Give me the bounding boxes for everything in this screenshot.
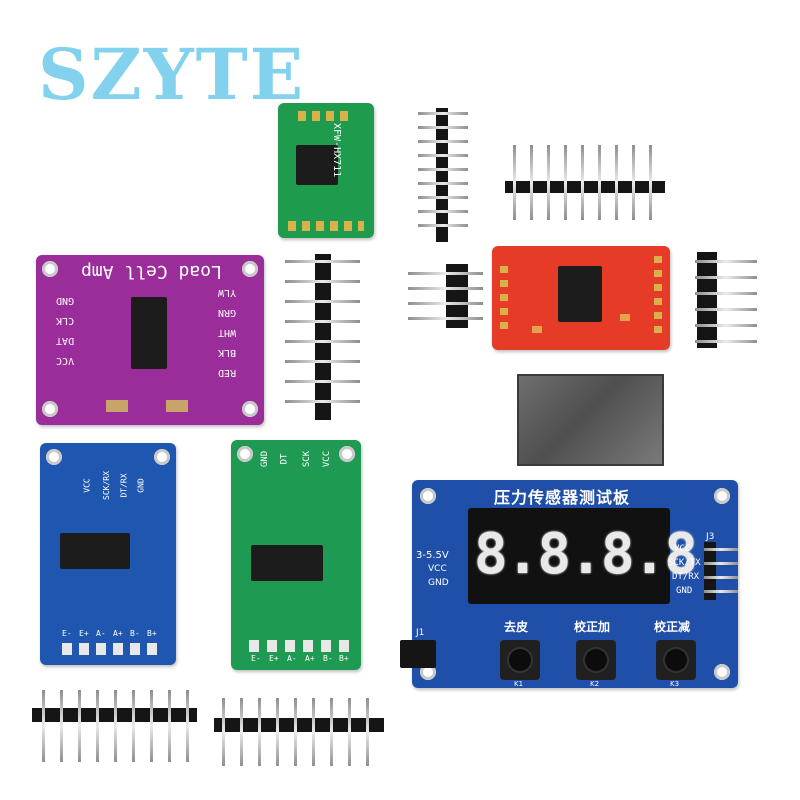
capacitor xyxy=(106,400,128,412)
green-pin-a-plus: A+ xyxy=(305,654,315,663)
pin-header-6pin-right xyxy=(695,252,757,348)
load-cell-amp-chip xyxy=(131,297,167,369)
button-label-tare: 去皮 xyxy=(504,620,529,634)
hx711-green-small-board: XFW-HX711 xyxy=(278,103,374,238)
tester-pin-vcc: VCC xyxy=(674,544,691,554)
green-pin-sck: SCK xyxy=(302,450,313,468)
pin-header-horizontal-bottom-left xyxy=(32,690,197,762)
pin-label-gnd: GND xyxy=(56,295,75,306)
hx711-silk-label: XFW-HX711 xyxy=(331,123,342,178)
vcc-label: VCC xyxy=(428,564,447,574)
green-pin-gnd: GND xyxy=(260,450,271,468)
blue-pin-a-minus: A- xyxy=(96,629,106,638)
pin-label-red: RED xyxy=(218,367,237,378)
blue-pin-e-minus: E- xyxy=(62,629,72,638)
hx711-green-chip xyxy=(251,545,323,581)
hx711-blue-chip xyxy=(60,533,130,569)
red-board-smd xyxy=(532,326,542,333)
pin-header-vertical-top xyxy=(418,100,468,250)
connector-label: J3 xyxy=(706,532,715,542)
brand-watermark: SZYTE xyxy=(38,33,306,116)
pin-label-wht: WHT xyxy=(218,327,237,338)
pin-label-ylw: YLW xyxy=(218,287,237,298)
green-pin-e-minus: E- xyxy=(251,654,261,663)
green-pin-b-plus: B+ xyxy=(339,654,349,663)
blue-pin-b-plus: B+ xyxy=(147,629,157,638)
display-value: 8.8.8.8 xyxy=(474,522,698,587)
tester-pin-dt: DT/RX xyxy=(672,572,700,582)
blue-pin-sck: SCK/RX xyxy=(101,471,111,500)
red-board-pads-right xyxy=(654,256,662,340)
button-label-cal-minus: 校正减 xyxy=(654,620,691,634)
load-cell-amp-title: Load Cell Amp xyxy=(81,261,222,282)
green-pin-dt: DT xyxy=(279,453,290,465)
pin-label-blk: BLK xyxy=(218,347,237,358)
hx711-pad-row xyxy=(288,221,364,231)
pin-header-horizontal-top-right xyxy=(505,145,665,220)
blue-pin-vcc: VCC xyxy=(82,478,92,493)
hx711-green-board: GND DT SCK VCC E- E+ A- A+ B- B+ xyxy=(231,440,361,670)
hx711-pad-row-top xyxy=(298,111,354,121)
green-pin-vcc: VCC xyxy=(322,450,333,468)
pin-label-grn: GRN xyxy=(218,307,237,318)
red-board-smd xyxy=(620,314,630,321)
calibrate-plus-button[interactable] xyxy=(576,640,616,680)
button-id-k3: K3 xyxy=(670,680,680,688)
gnd-label: GND xyxy=(428,578,449,588)
dc-power-jack xyxy=(400,640,436,668)
capacitor xyxy=(166,400,188,412)
green-pin-e-plus: E+ xyxy=(269,654,279,663)
blue-pin-e-plus: E+ xyxy=(79,629,89,638)
green-pin-b-minus: B- xyxy=(323,654,333,663)
tester-right-header xyxy=(704,542,738,600)
blue-bottom-pad-row xyxy=(62,643,162,655)
load-cell-amp-board: Load Cell Amp GND CLK DAT VCC YLW GRN WH… xyxy=(36,255,264,425)
green-bottom-pad-row xyxy=(249,640,353,652)
pin-label-clk: CLK xyxy=(56,315,75,326)
blue-pin-dt: DT/RX xyxy=(119,473,129,498)
pin-label-dat: DAT xyxy=(56,335,75,346)
seven-segment-display: 8.8.8.8 xyxy=(468,508,698,604)
blue-pin-a-plus: A+ xyxy=(113,629,123,638)
voltage-label: 3-5.5V xyxy=(416,550,449,561)
button-label-cal-plus: 校正加 xyxy=(574,620,611,634)
button-id-k1: K1 xyxy=(514,680,524,688)
jack-label: J1 xyxy=(416,628,425,638)
hx711-red-chip xyxy=(558,266,602,322)
hx711-blue-board: VCC SCK/RX DT/RX GND E- E+ A- A+ B- B+ xyxy=(40,443,176,665)
pin-label-vcc: VCC xyxy=(56,355,75,366)
calibrate-minus-button[interactable] xyxy=(656,640,696,680)
pin-header-horizontal-bottom-middle xyxy=(214,698,384,766)
pin-header-vertical-middle xyxy=(285,250,360,425)
pin-header-4pin-small xyxy=(408,262,483,330)
metal-shield-plate xyxy=(517,374,664,466)
button-id-k2: K2 xyxy=(590,680,600,688)
pressure-sensor-tester-board: 压力传感器测试板 8.8.8.8 3-5.5V VCC GND J3 VCC S… xyxy=(400,480,738,688)
tester-title: 压力传感器测试板 xyxy=(494,488,631,507)
tester-pin-sck: SCK/TX xyxy=(668,558,701,568)
blue-pin-b-minus: B- xyxy=(130,629,140,638)
blue-pin-gnd: GND xyxy=(136,478,146,493)
red-board-pads-left xyxy=(500,266,508,336)
tare-button[interactable] xyxy=(500,640,540,680)
green-pin-a-minus: A- xyxy=(287,654,297,663)
tester-pin-gnd: GND xyxy=(676,586,693,596)
hx711-chip xyxy=(296,145,338,185)
hx711-red-board xyxy=(492,246,670,350)
